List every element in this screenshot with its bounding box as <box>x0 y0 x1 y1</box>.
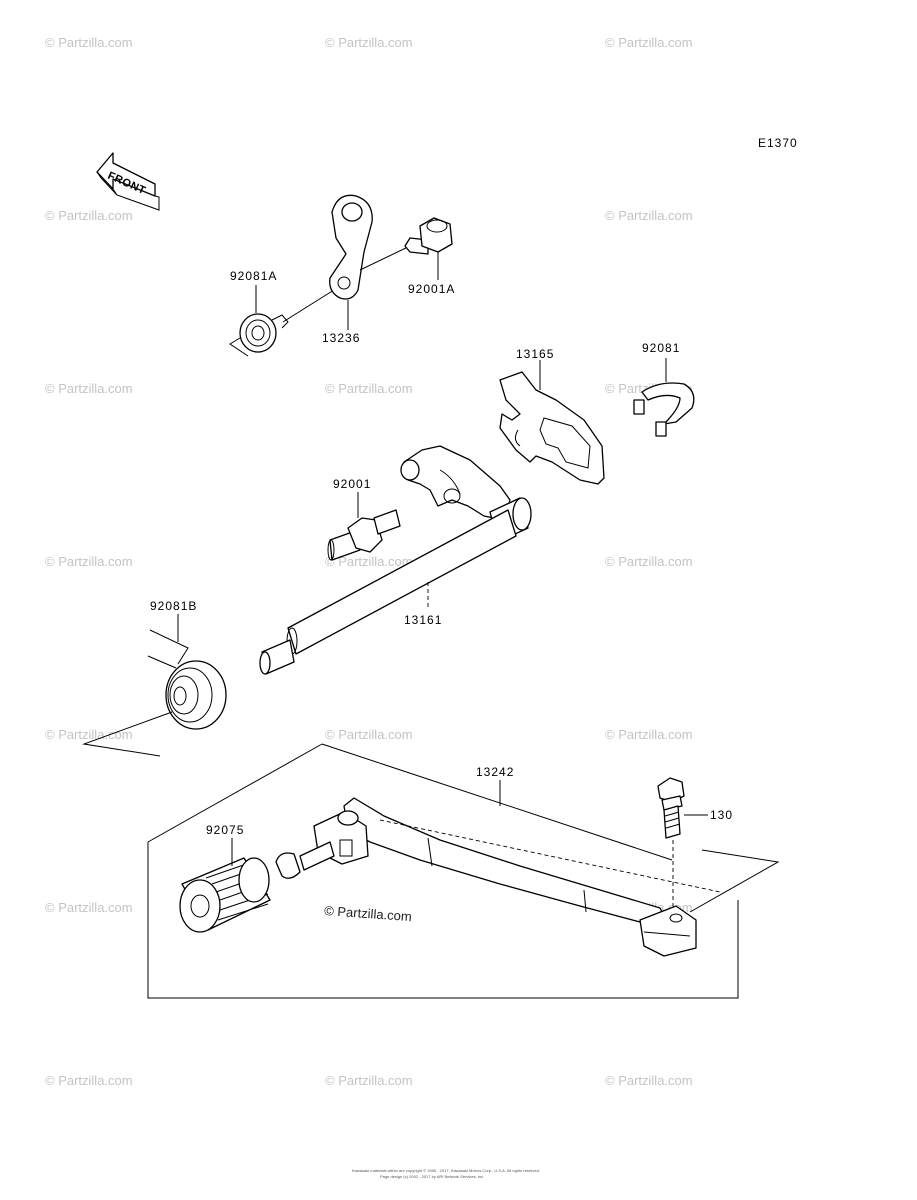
bolt-130-icon <box>657 777 685 839</box>
spring-92081b-icon <box>147 629 227 730</box>
part-label-92075: 92075 <box>206 823 244 837</box>
part-label-13242: 13242 <box>476 765 514 779</box>
watermark: © Partzilla.com <box>45 381 133 396</box>
part-label-13236: 13236 <box>322 331 360 345</box>
part-label-130: 130 <box>710 808 733 822</box>
watermark: © Partzilla.com <box>325 381 413 396</box>
part-label-13165: 13165 <box>516 347 554 361</box>
part-label-92001a: 92001A <box>408 282 455 296</box>
part-label-92001: 92001 <box>333 477 371 491</box>
spring-92081a-icon <box>229 313 289 357</box>
bolt-92001a-icon <box>404 217 453 255</box>
part-label-92081: 92081 <box>642 341 680 355</box>
watermark: © Partzilla.com <box>605 1073 693 1088</box>
clip-92081-icon <box>633 382 695 437</box>
watermark: © Partzilla.com <box>45 727 133 742</box>
watermark: © Partzilla.com <box>605 727 693 742</box>
shift-arm-13236-icon <box>329 194 373 300</box>
diagram-code: E1370 <box>758 136 798 150</box>
footer-line-2: Page design (c) 2002 - 2017 by ARI Netwo… <box>380 1174 484 1179</box>
watermark: © Partzilla.com <box>605 35 693 50</box>
watermark: © Partzilla.com <box>45 554 133 569</box>
watermark: © Partzilla.com <box>325 727 413 742</box>
assembly-frame <box>147 743 780 999</box>
part-label-13161: 13161 <box>404 613 442 627</box>
shift-pedal-13242-icon <box>275 797 697 957</box>
watermark: © Partzilla.com <box>325 1073 413 1088</box>
shift-shaft-13161-icon <box>259 445 532 675</box>
pedal-rubber-92075-icon <box>179 857 271 933</box>
watermark: © Partzilla.com <box>325 554 413 569</box>
part-label-92081a: 92081A <box>230 269 277 283</box>
watermark: © Partzilla.com <box>45 35 133 50</box>
watermark: © Partzilla.com <box>45 1073 133 1088</box>
watermark: © Partzilla.com <box>45 208 133 223</box>
plate-13165-icon <box>499 371 605 485</box>
front-arrow-icon: FRONT <box>96 152 160 211</box>
pin-92001-icon <box>327 509 401 561</box>
watermark: © Partzilla.com <box>325 35 413 50</box>
watermark: © Partzilla.com <box>605 554 693 569</box>
watermark: © Partzilla.com <box>605 208 693 223</box>
watermark: © Partzilla.com <box>45 900 133 915</box>
footer-line-1: Kawasaki materials within are copyright … <box>352 1168 540 1173</box>
copyright-text: © Partzilla.com <box>324 903 412 924</box>
part-label-92081b: 92081B <box>150 599 197 613</box>
